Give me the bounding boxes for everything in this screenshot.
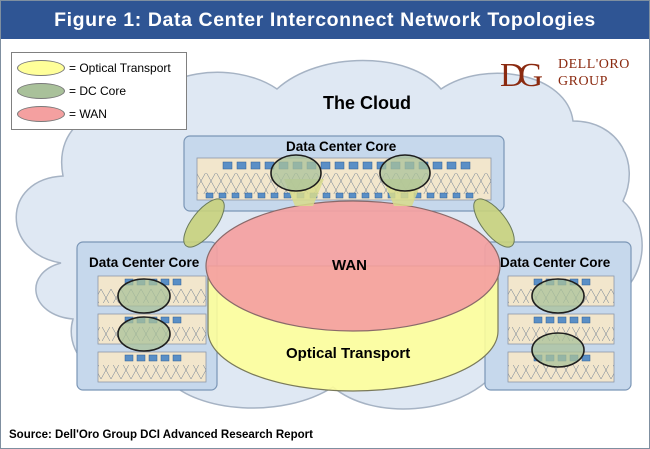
cloud-label: The Cloud [323, 93, 411, 113]
legend-swatch-optical-transport [17, 60, 65, 76]
dc-core-label-top: Data Center Core [286, 139, 397, 154]
figure-title: Figure 1: Data Center Interconnect Netwo… [54, 8, 596, 31]
dc-core-ellipse-right-1 [531, 278, 585, 314]
dc-core-label-left: Data Center Core [89, 255, 200, 270]
legend: = Optical Transport = DC Core = WAN [11, 52, 187, 130]
dc-core-label-right: Data Center Core [500, 255, 611, 270]
dc-core-ellipse-right-2 [531, 332, 585, 368]
racks-right [507, 275, 615, 383]
logo-wordmark: DELL'ORO GROUP [558, 56, 630, 90]
legend-swatch-wan [17, 106, 65, 122]
logo-monogram: DG [500, 57, 549, 93]
topology-diagram [15, 59, 643, 410]
legend-label-dc-core: = DC Core [69, 84, 127, 98]
dc-core-ellipse-left-2 [117, 316, 171, 352]
svg-text:DG: DG [500, 57, 543, 93]
title-bar: Figure 1: Data Center Interconnect Netwo… [1, 1, 649, 39]
legend-item-optical-transport: = Optical Transport [17, 58, 171, 78]
logo-line-2: GROUP [558, 74, 608, 89]
legend-label-optical-transport: = Optical Transport [69, 61, 171, 75]
logo-line-1: DELL'ORO [558, 57, 630, 72]
dc-core-ellipse-top-left [270, 154, 322, 192]
legend-swatch-dc-core [17, 83, 65, 99]
dc-core-ellipse-left-1 [117, 278, 171, 314]
legend-item-dc-core: = DC Core [17, 81, 126, 101]
wan-ellipse [205, 200, 501, 332]
optical-transport-label: Optical Transport [286, 345, 411, 362]
dello-oro-logo: DG DELL'ORO GROUP [498, 53, 638, 95]
rack-top [196, 157, 492, 201]
optical-link-left [183, 198, 225, 248]
wan-label: WAN [332, 257, 367, 274]
legend-item-wan: = WAN [17, 104, 107, 124]
optical-link-right [473, 198, 515, 248]
source-note: Source: Dell'Oro Group DCI Advanced Rese… [9, 429, 313, 441]
legend-label-wan: = WAN [69, 107, 107, 121]
dc-core-ellipse-top-right [379, 154, 431, 192]
